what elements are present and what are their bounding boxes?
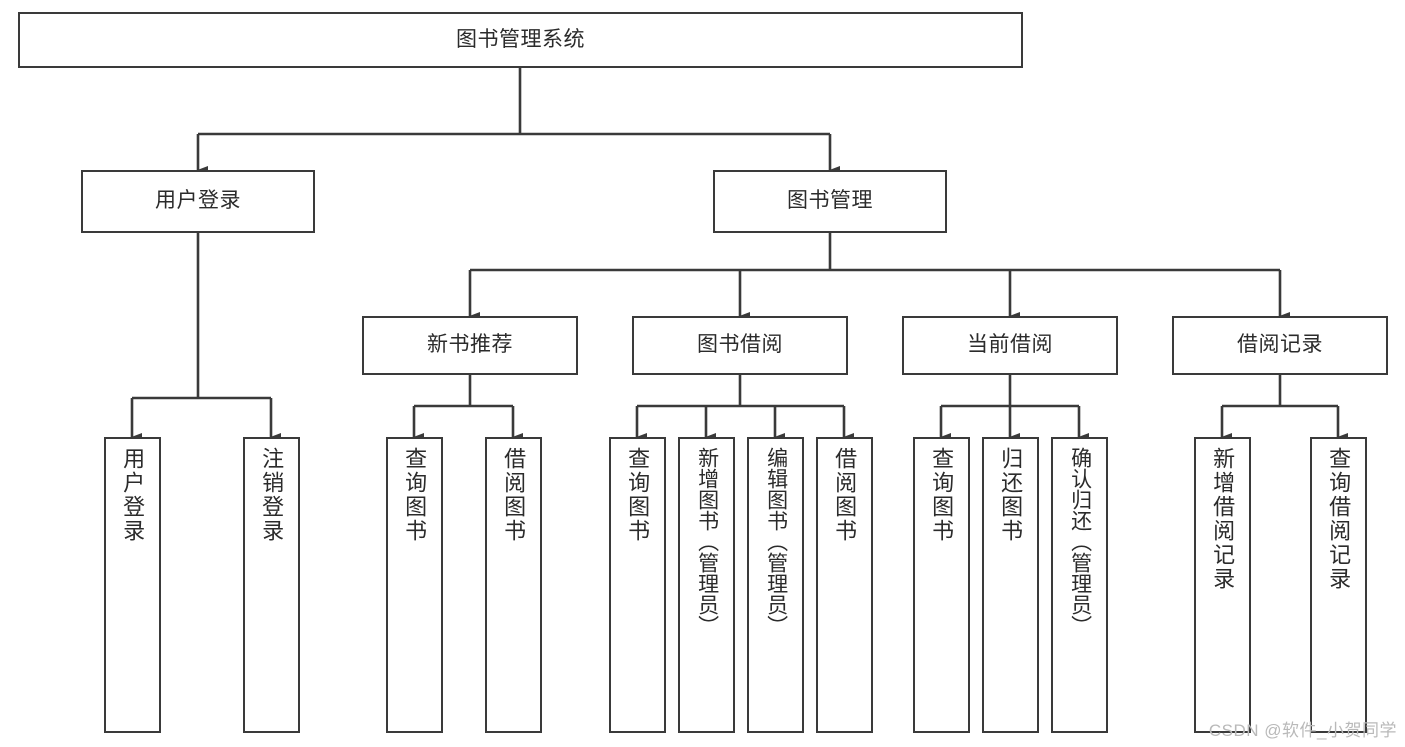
leaf-current-query-book[interactable]: 查询图书 <box>913 437 970 733</box>
leaf-current-confirm-return-admin[interactable]: 确认归还（管理员） <box>1051 437 1108 733</box>
node-label: 用户登录 <box>155 189 241 213</box>
leaf-record-add-record[interactable]: 新增借阅记录 <box>1194 437 1251 733</box>
node-label: 查询借阅记录 <box>1326 447 1352 591</box>
node-label: 归还图书 <box>998 447 1024 543</box>
node-current-borrow[interactable]: 当前借阅 <box>902 316 1118 375</box>
node-label: 确认归还（管理员） <box>1068 447 1092 636</box>
node-label: 图书管理 <box>787 189 873 213</box>
node-label: 新增借阅记录 <box>1210 447 1236 591</box>
node-borrow-record[interactable]: 借阅记录 <box>1172 316 1388 375</box>
node-new-book-recommend[interactable]: 新书推荐 <box>362 316 578 375</box>
node-book-borrow[interactable]: 图书借阅 <box>632 316 848 375</box>
node-label: 借阅图书 <box>832 447 858 543</box>
leaf-recommend-borrow-book[interactable]: 借阅图书 <box>485 437 542 733</box>
node-label: 查询图书 <box>625 447 651 543</box>
node-label: 查询图书 <box>929 447 955 543</box>
leaf-recommend-query-book[interactable]: 查询图书 <box>386 437 443 733</box>
node-label: 查询图书 <box>402 447 428 543</box>
node-user-login[interactable]: 用户登录 <box>81 170 315 233</box>
node-label: 新增图书（管理员） <box>695 447 719 636</box>
leaf-borrow-add-book-admin[interactable]: 新增图书（管理员） <box>678 437 735 733</box>
leaf-user-login-login[interactable]: 用户登录 <box>104 437 161 733</box>
node-label: 注销登录 <box>259 447 285 543</box>
node-label: 编辑图书（管理员） <box>764 447 788 636</box>
leaf-borrow-query-book[interactable]: 查询图书 <box>609 437 666 733</box>
leaf-current-return-book[interactable]: 归还图书 <box>982 437 1039 733</box>
node-book-management[interactable]: 图书管理 <box>713 170 947 233</box>
leaf-user-login-logout[interactable]: 注销登录 <box>243 437 300 733</box>
leaf-borrow-borrow-book[interactable]: 借阅图书 <box>816 437 873 733</box>
node-label: 图书管理系统 <box>456 27 585 51</box>
csdn-watermark: CSDN @软件_小贺同学 <box>1208 721 1397 740</box>
node-label: 新书推荐 <box>427 333 513 357</box>
node-label: 图书借阅 <box>697 333 783 357</box>
leaf-borrow-edit-book-admin[interactable]: 编辑图书（管理员） <box>747 437 804 733</box>
node-label: 当前借阅 <box>967 333 1053 357</box>
leaf-record-query-record[interactable]: 查询借阅记录 <box>1310 437 1367 733</box>
node-root-system[interactable]: 图书管理系统 <box>18 12 1023 68</box>
node-label: 用户登录 <box>120 447 146 543</box>
node-label: 借阅记录 <box>1237 333 1323 357</box>
node-label: 借阅图书 <box>501 447 527 543</box>
